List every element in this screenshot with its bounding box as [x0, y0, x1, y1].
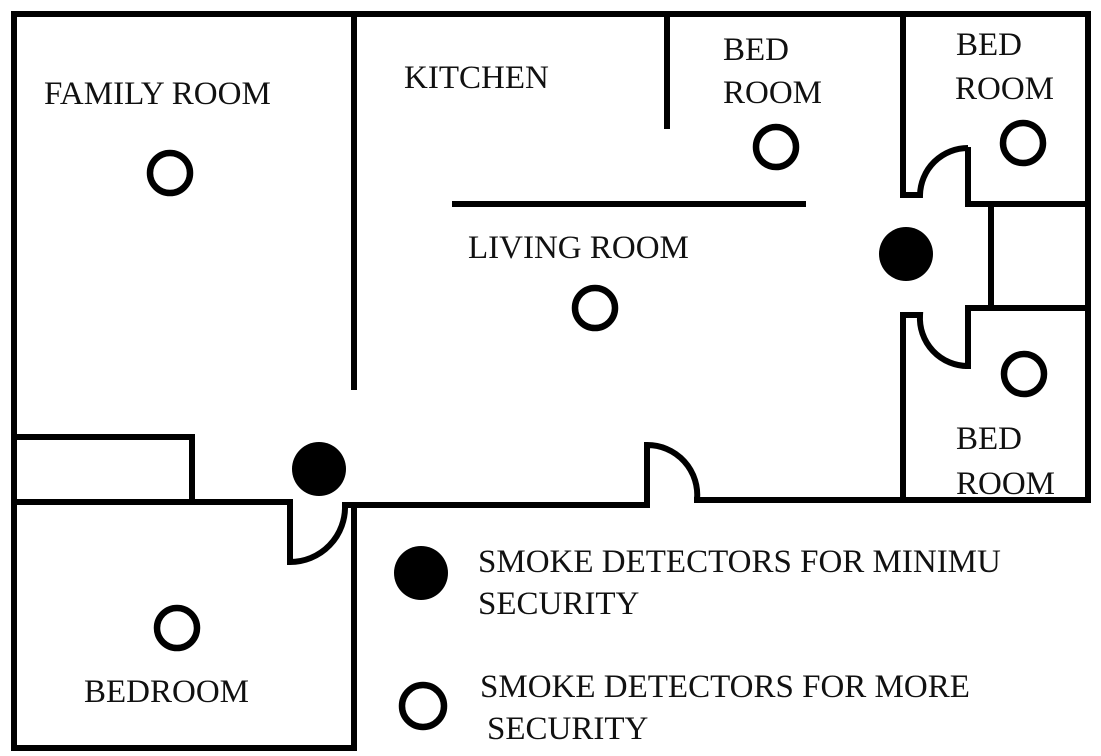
legend-minimum-line1: SMOKE DETECTORS FOR MINIMU	[478, 544, 1001, 580]
legend-minimum-line2: SECURITY	[478, 586, 639, 622]
detectors	[146, 119, 1048, 652]
detector-more-bedroom-bottom-left	[153, 604, 201, 652]
legend: SMOKE DETECTORS FOR MINIMU SECURITY SMOK…	[394, 544, 1001, 747]
label-bedroom-right-line2: ROOM	[956, 466, 1055, 502]
walls	[11, 11, 1091, 751]
door-bedroom-left	[287, 502, 349, 566]
detector-more-bedroom-right	[1000, 350, 1048, 398]
legend-more-line1: SMOKE DETECTORS FOR MORE	[480, 669, 970, 705]
label-bedroom-bottom-left: BEDROOM	[84, 674, 249, 710]
detector-more-bedroom-top-right	[999, 119, 1047, 167]
door-right	[903, 312, 969, 370]
door-bottom-center	[644, 441, 701, 505]
label-bedroom-top-middle-line2: ROOM	[723, 75, 822, 111]
doors	[287, 145, 969, 566]
label-bedroom-top-middle-line1: BED	[723, 32, 789, 68]
legend-more-icon	[398, 681, 448, 731]
label-kitchen: KITCHEN	[404, 60, 549, 96]
label-family-room: FAMILY ROOM	[44, 76, 271, 112]
label-living-room: LIVING ROOM	[468, 230, 689, 266]
legend-more-line2: SECURITY	[487, 711, 648, 747]
detector-minimum-hall-left	[292, 442, 346, 496]
label-bedroom-top-right-line2: ROOM	[955, 71, 1054, 107]
detector-more-living-room	[571, 284, 619, 332]
room-labels: FAMILY ROOM KITCHEN BED ROOM BED ROOM LI…	[44, 27, 1055, 710]
door-top-right	[903, 145, 969, 198]
detector-minimum-hall-right	[879, 227, 933, 281]
label-bedroom-right-line1: BED	[956, 421, 1022, 457]
label-bedroom-top-right-line1: BED	[956, 27, 1022, 63]
detector-more-family-room	[146, 149, 194, 197]
detector-more-bedroom-top-middle	[752, 123, 800, 171]
legend-minimum-icon	[394, 546, 448, 600]
